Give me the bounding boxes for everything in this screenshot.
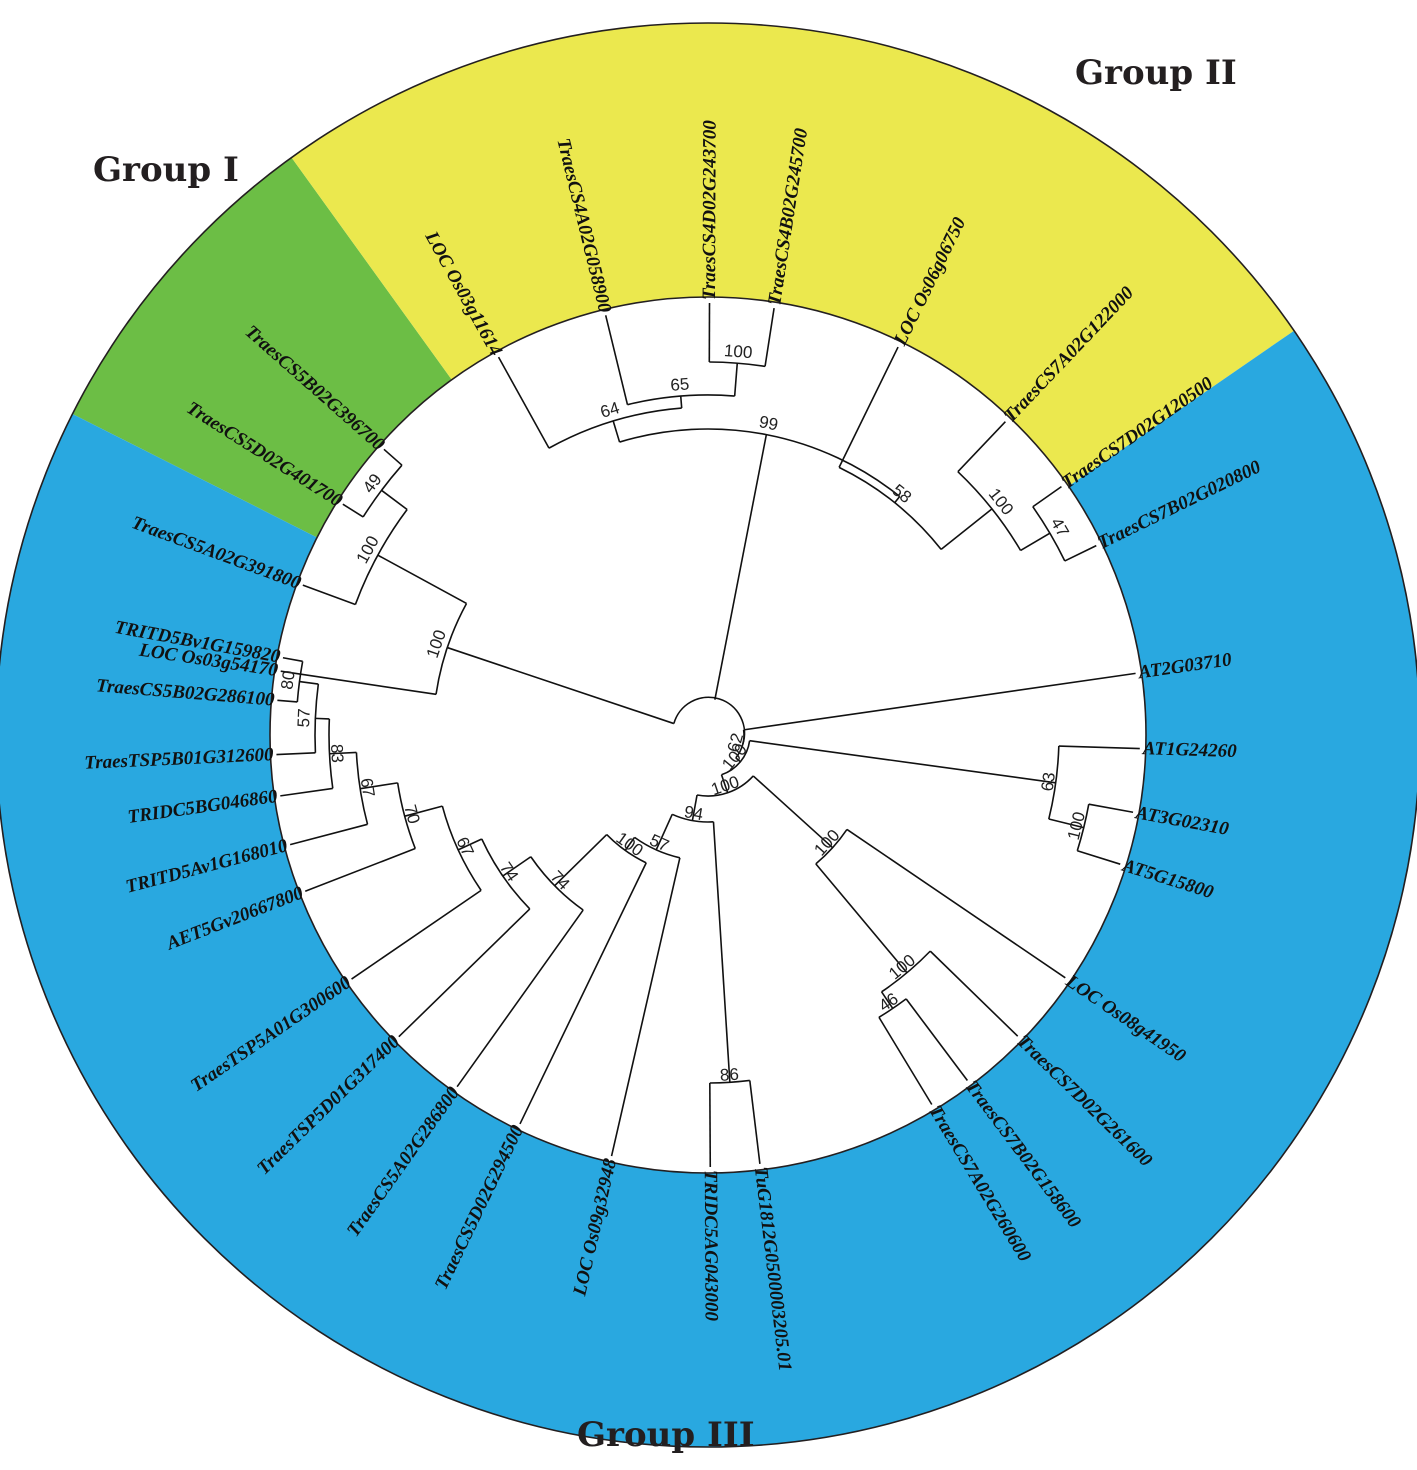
branch-line [714, 434, 768, 700]
group-sector-2 [291, 22, 1295, 487]
outer-circle [0, 22, 1417, 1448]
bootstrap-value: 100 [723, 341, 753, 362]
branch-line [277, 699, 298, 703]
branch-line [289, 823, 368, 846]
bootstrap-value: 99 [757, 412, 779, 434]
bootstrap-value: 62 [724, 731, 747, 754]
branch-line [383, 448, 403, 466]
branch-line [720, 774, 729, 794]
branch-line [749, 739, 1056, 784]
branch-line [749, 1080, 761, 1164]
group-title-2: Group II [1075, 53, 1237, 93]
branch-line [299, 680, 319, 685]
branch-line [554, 833, 608, 887]
branch-line [1032, 485, 1062, 508]
branch-line [878, 1016, 933, 1105]
branch-line [329, 751, 357, 755]
branch-line [342, 503, 364, 518]
branch-line [282, 656, 303, 663]
branch-line [280, 787, 333, 797]
branch-line [497, 356, 550, 449]
branch-line [735, 757, 741, 763]
branch-line [302, 584, 356, 606]
bootstrap-value: 80 [277, 669, 298, 690]
branch-line [381, 489, 408, 511]
bootstrap-value: 57 [294, 708, 314, 728]
bootstrap-value: 67 [357, 777, 379, 799]
branch-line [276, 752, 316, 756]
branch-line [691, 794, 698, 821]
branch-line [1020, 532, 1051, 552]
group-sector-3 [0, 330, 1417, 1447]
branch-line [457, 838, 483, 851]
branch-line [846, 828, 1066, 979]
branch-line [733, 363, 739, 397]
branch-line [815, 863, 908, 974]
bootstrap-value: 64 [598, 398, 622, 422]
branch-line [712, 821, 731, 1083]
branch-line [612, 420, 621, 443]
branch-line [1088, 803, 1134, 814]
branch-line [315, 717, 330, 720]
branch-line [940, 508, 993, 551]
leaf-label: TRIDC5AG043000 [700, 1170, 722, 1322]
branch-line [743, 672, 1136, 731]
branch-line [604, 315, 629, 405]
branch-line [280, 670, 437, 696]
branch-arc [838, 466, 942, 550]
branch-line [456, 909, 584, 1088]
group-title-1: Group I [93, 150, 239, 190]
branch-arc [696, 775, 754, 797]
branch-line [377, 554, 467, 605]
branch-line [838, 346, 899, 468]
branch-arc [627, 394, 735, 406]
branch-line [894, 495, 901, 504]
branch-line [929, 950, 1019, 1037]
branch-line [764, 307, 775, 367]
group-title-3: Group III [577, 1415, 755, 1455]
branch-line [304, 847, 416, 892]
branch-line [957, 421, 1006, 473]
bootstrap-value: 70 [400, 803, 423, 826]
bootstrap-value: 65 [670, 374, 690, 394]
leaf-label: TraesCS4D02G243700 [699, 120, 721, 300]
branch-arc [634, 836, 681, 859]
group-sector-1 [72, 157, 452, 538]
bootstrap-value: 83 [327, 743, 347, 763]
branch-line [351, 889, 482, 980]
branch-line [752, 775, 834, 849]
branch-line [624, 836, 636, 851]
bootstrap-value: 94 [683, 802, 705, 824]
branch-line [905, 998, 969, 1081]
root-arc [673, 696, 746, 745]
branch-line [447, 646, 675, 725]
branch-line [655, 813, 673, 851]
branch-line [404, 805, 443, 817]
branch-line [359, 782, 398, 790]
branch-line [610, 857, 681, 1157]
bootstrap-value: 86 [719, 1065, 739, 1085]
branch-line [519, 862, 647, 1125]
bootstrap-value: 63 [1038, 771, 1059, 792]
branch-line [1048, 818, 1084, 829]
leaf-label: AT1G24260 [1141, 738, 1237, 762]
branch-line [1064, 544, 1097, 562]
branch-line [398, 908, 531, 1038]
branch-line [880, 991, 894, 1009]
branch-line [1058, 745, 1140, 750]
tree-branches [276, 302, 1140, 1167]
branch-line [679, 396, 683, 409]
branch-line [502, 856, 532, 877]
branch-line [1077, 849, 1121, 865]
